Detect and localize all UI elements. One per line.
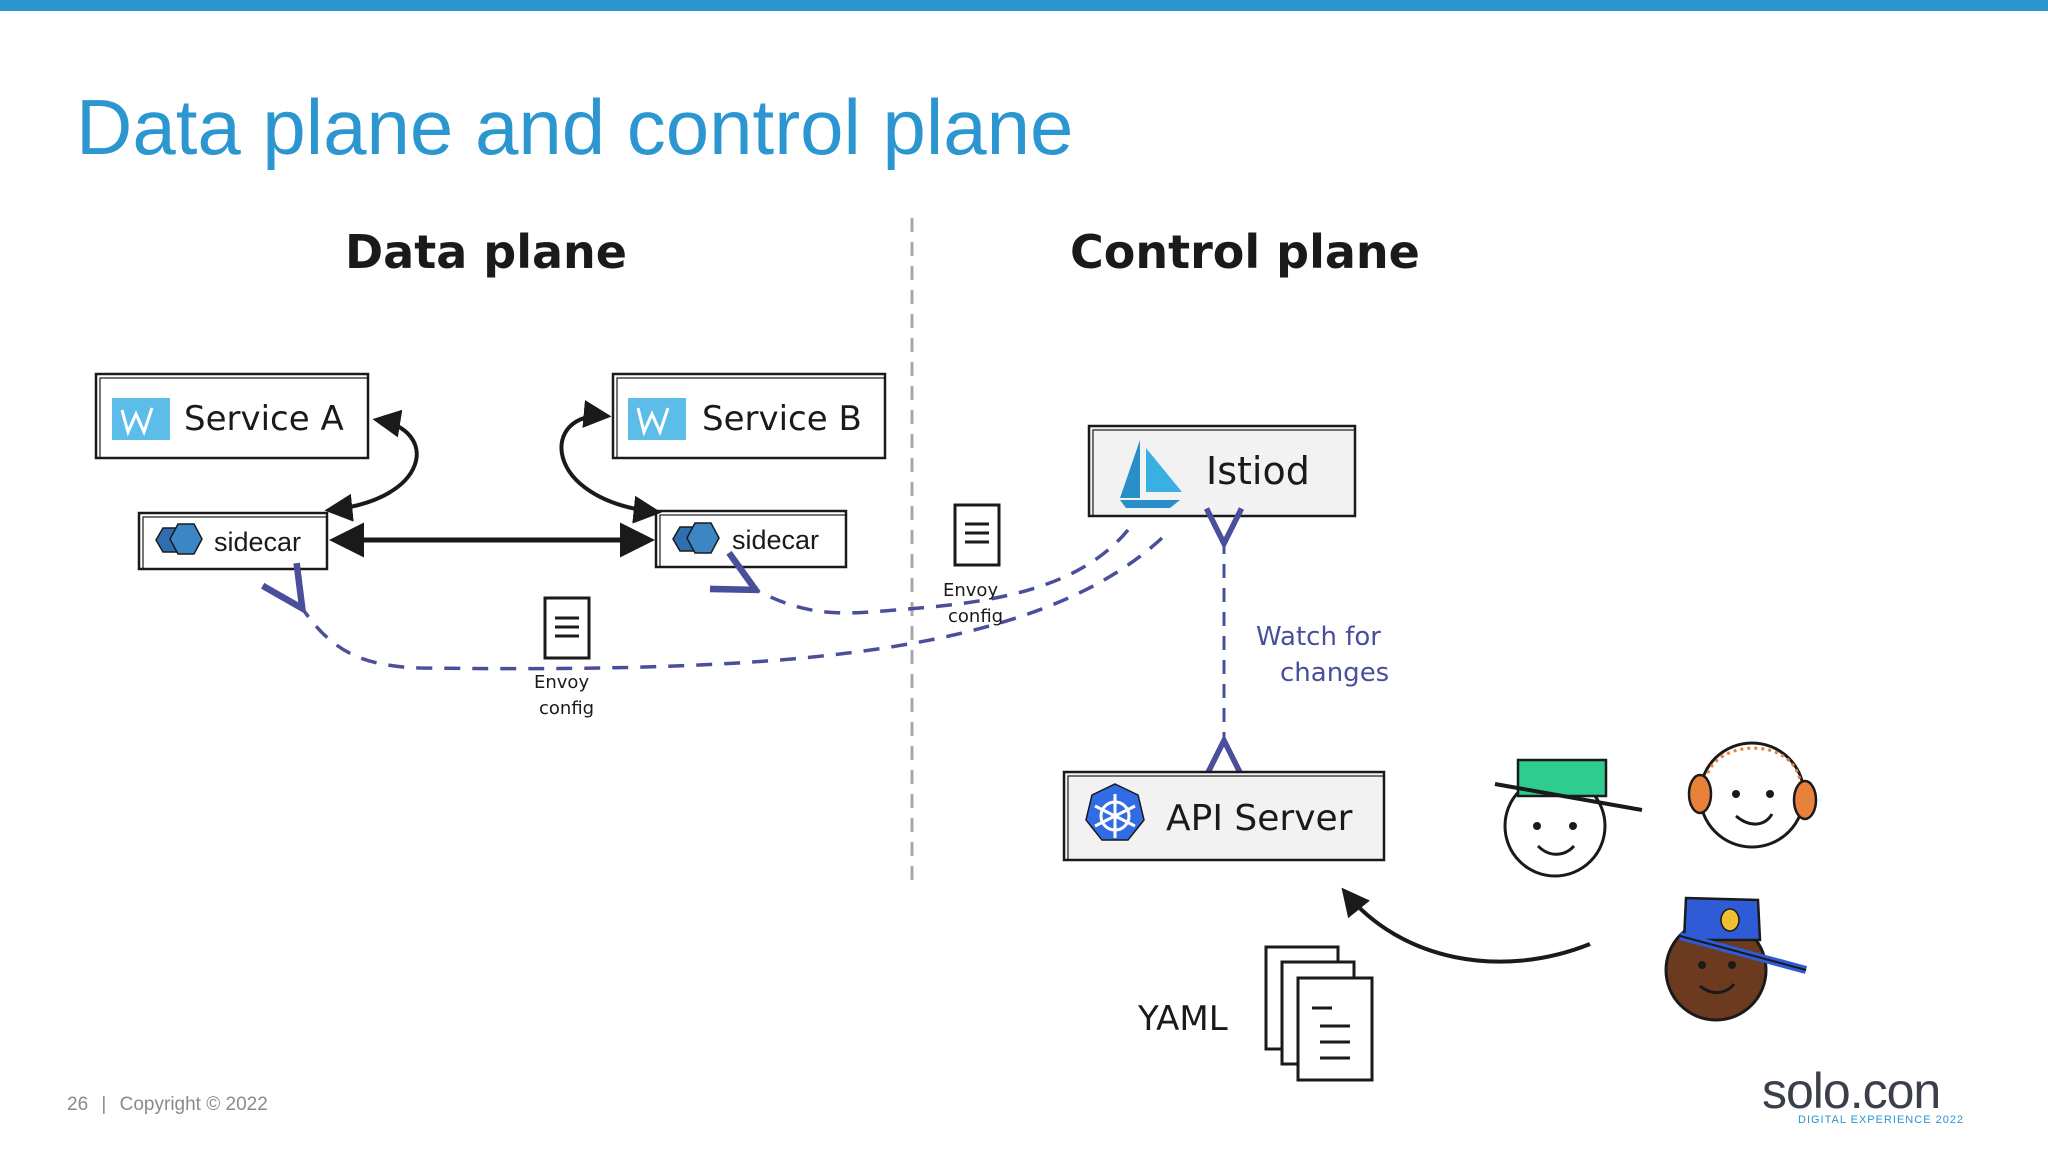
watch-label-line2: changes bbox=[1280, 658, 1389, 688]
envoy-config-1-line2: config bbox=[948, 606, 1003, 627]
copyright-text: Copyright © 2022 bbox=[119, 1094, 268, 1115]
arrow-istiod-to-sidecar-a bbox=[300, 536, 1164, 671]
sidecar-b-box: sidecar bbox=[654, 509, 848, 569]
istiod-box: Istiod bbox=[1087, 424, 1357, 518]
arrow-istiod-to-sidecar-b bbox=[752, 528, 1130, 615]
sidecar-a-box: sidecar bbox=[137, 511, 329, 571]
hexagon-icon bbox=[672, 522, 720, 554]
service-b-box: Service B bbox=[611, 372, 887, 460]
slide-footer: 26 | Copyright © 2022 bbox=[67, 1094, 268, 1116]
api-server-label: API Server bbox=[1166, 798, 1353, 839]
service-icon bbox=[628, 398, 686, 440]
user-avatar-orange-hair bbox=[1687, 741, 1818, 849]
envoy-config-2: Envoy config bbox=[534, 596, 594, 719]
envoy-config-1-line1: Envoy bbox=[943, 580, 998, 601]
service-icon bbox=[112, 398, 170, 440]
envoy-config-1: Envoy config bbox=[943, 503, 1003, 627]
logo-text: solo.con bbox=[1762, 1063, 1941, 1119]
service-a-box: Service A bbox=[94, 372, 370, 460]
top-accent-bar bbox=[0, 0, 2048, 11]
user-avatar-blue-cap bbox=[1664, 896, 1808, 1022]
istiod-label: Istiod bbox=[1206, 449, 1310, 493]
istio-sail-icon bbox=[1120, 440, 1182, 508]
arrow-user-to-api-server bbox=[1341, 887, 1591, 964]
footer-separator: | bbox=[101, 1094, 107, 1115]
solocon-logo: solo.con DIGITAL EXPERIENCE 2022 bbox=[1762, 1062, 1982, 1128]
logo-subtitle: DIGITAL EXPERIENCE 2022 bbox=[1798, 1114, 1965, 1126]
envoy-config-2-line2: config bbox=[539, 698, 594, 719]
service-a-label: Service A bbox=[184, 399, 344, 439]
api-server-box: API Server bbox=[1062, 770, 1386, 862]
arrow-service-a-sidecar-a bbox=[324, 409, 419, 522]
envoy-config-2-line1: Envoy bbox=[534, 672, 589, 693]
arrow-service-b-sidecar-b bbox=[559, 400, 662, 524]
sidecar-a-label: sidecar bbox=[214, 527, 301, 557]
document-icon bbox=[543, 596, 591, 660]
hexagon-icon bbox=[155, 523, 203, 555]
yaml-label: YAML bbox=[1137, 999, 1228, 1039]
data-plane-heading: Data plane bbox=[345, 225, 627, 279]
slide-title: Data plane and control plane bbox=[76, 83, 1074, 171]
page-number: 26 bbox=[67, 1094, 89, 1115]
control-plane-heading: Control plane bbox=[1070, 225, 1420, 279]
document-stack-icon bbox=[1264, 945, 1374, 1082]
kubernetes-wheel-icon bbox=[1085, 783, 1145, 841]
watch-label-line1: Watch for bbox=[1256, 622, 1381, 652]
sidecar-b-label: sidecar bbox=[732, 525, 819, 555]
service-b-label: Service B bbox=[702, 399, 862, 439]
document-icon bbox=[953, 503, 1001, 567]
user-avatar-green-hat bbox=[1494, 758, 1643, 878]
